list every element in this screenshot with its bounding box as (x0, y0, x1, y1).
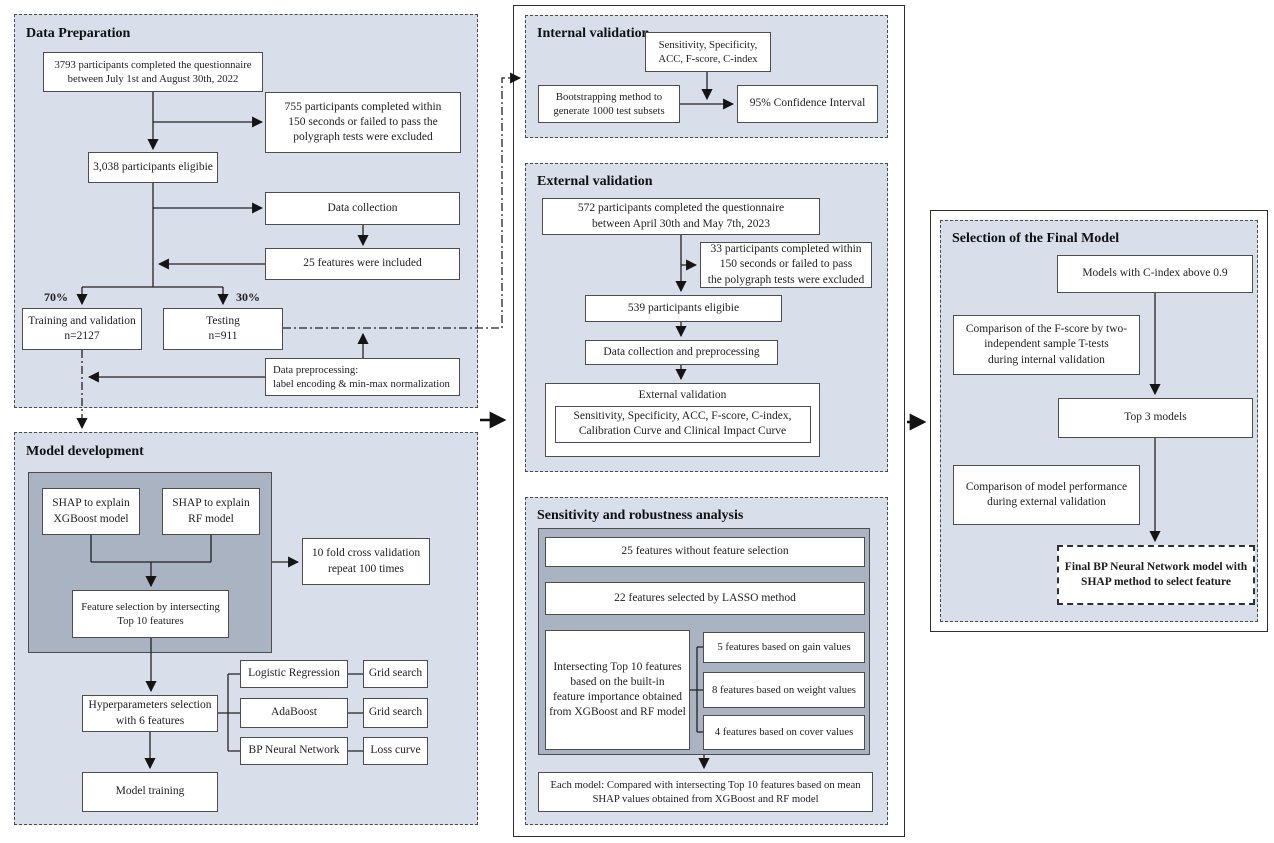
box-gain-values: 5 features based on gain values (703, 632, 865, 663)
box-loss-curve: Loss curve (363, 737, 428, 765)
box-excluded-33: 33 participants completed within 150 sec… (700, 242, 872, 288)
label-30-percent: 30% (236, 290, 260, 304)
box-feature-selection: Feature selection by intersecting Top 10… (72, 590, 229, 638)
box-cover-values: 4 features based on cover values (703, 715, 865, 750)
label-70-percent: 70% (44, 290, 68, 304)
title-external-validation: External validation (537, 174, 653, 189)
box-performance-comparison: Comparison of model performance during e… (953, 465, 1140, 525)
box-internal-metrics: Sensitivity, Specificity, ACC, F-score, … (645, 32, 771, 72)
box-bootstrapping: Bootstrapping method to generate 1000 te… (538, 85, 680, 123)
box-eligible-3038: 3,038 participants eligibie (88, 152, 218, 183)
box-22-features-lasso: 22 features selected by LASSO method (545, 582, 865, 615)
box-25-features: 25 features were included (265, 248, 460, 280)
box-adaboost: AdaBoost (240, 698, 348, 728)
box-logistic-regression: Logistic Regression (240, 660, 348, 688)
title-internal-validation: Internal validation (537, 26, 650, 41)
box-hyperparameters: Hyperparameters selection with 6 feature… (82, 695, 218, 732)
box-grid-search-1: Grid search (363, 660, 428, 688)
box-data-collection: Data collection (265, 192, 460, 225)
box-external-metrics: Sensitivity, Specificity, ACC, F-score, … (554, 406, 811, 443)
box-data-preprocessing: Data preprocessing: label encoding & min… (265, 358, 460, 396)
box-top3-models: Top 3 models (1058, 398, 1253, 438)
box-shap-rf: SHAP to explain RF model (162, 488, 260, 535)
title-model-development: Model development (26, 444, 144, 459)
box-collection-preprocessing: Data collection and preprocessing (585, 340, 778, 365)
box-testing: Testing n=911 (163, 308, 283, 350)
box-external-validation-group: External validation Sensitivity, Specifi… (545, 383, 820, 457)
box-25-features-no-selection: 25 features without feature selection (545, 537, 865, 567)
box-final-bp-model: Final BP Neural Network model with SHAP … (1057, 545, 1255, 605)
box-model-training: Model training (82, 772, 218, 812)
box-each-model-comparison: Each model: Compared with intersecting T… (538, 772, 873, 812)
box-questionnaire-572: 572 participants completed the questionn… (542, 198, 820, 235)
box-intersecting-top10: Intersecting Top 10 features based on th… (545, 630, 690, 750)
box-f-score-comparison: Comparison of the F-score by two- indepe… (953, 315, 1140, 375)
box-questionnaire-3793: 3793 participants completed the question… (43, 52, 263, 92)
title-data-preparation: Data Preparation (26, 26, 131, 41)
box-grid-search-2: Grid search (363, 698, 428, 728)
box-cross-validation: 10 fold cross validation repeat 100 time… (302, 538, 430, 585)
box-training-validation: Training and validation n=2127 (22, 308, 142, 350)
box-bp-neural-network: BP Neural Network (240, 737, 348, 765)
title-final-model-selection: Selection of the Final Model (952, 231, 1120, 246)
box-eligible-539: 539 participants eligibie (585, 295, 782, 322)
box-excluded-755: 755 participants completed within 150 se… (265, 92, 461, 153)
box-c-index-above-09: Models with C-index above 0.9 (1057, 255, 1253, 293)
box-confidence-interval: 95% Confidence Interval (737, 85, 878, 123)
external-validation-label: External validation (638, 389, 727, 401)
title-sensitivity-robustness: Sensitivity and robustness analysis (537, 508, 744, 523)
box-shap-xgboost: SHAP to explain XGBoost model (42, 488, 140, 535)
box-weight-values: 8 features based on weight values (703, 672, 865, 708)
